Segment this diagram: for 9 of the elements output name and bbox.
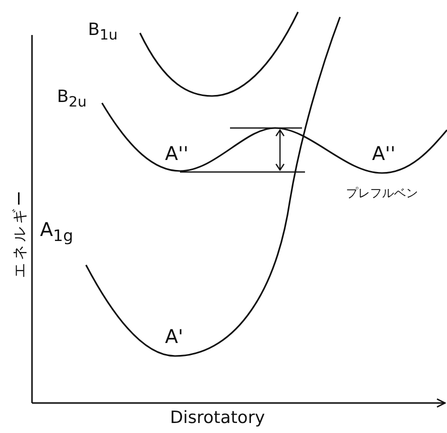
state-label: A'' — [165, 145, 188, 164]
axis-title: Disrotatory — [170, 410, 265, 427]
state-label: B$_{2u}$ — [57, 89, 87, 110]
axis-end-label: プレフルベン — [346, 187, 418, 199]
state-label: A'' — [372, 145, 396, 164]
state-label: A' — [165, 328, 184, 347]
state-label: B$_{1u}$ — [88, 22, 118, 43]
axis-title: エネルギー — [12, 188, 28, 278]
state-label: A$_{1g}$ — [40, 221, 74, 244]
